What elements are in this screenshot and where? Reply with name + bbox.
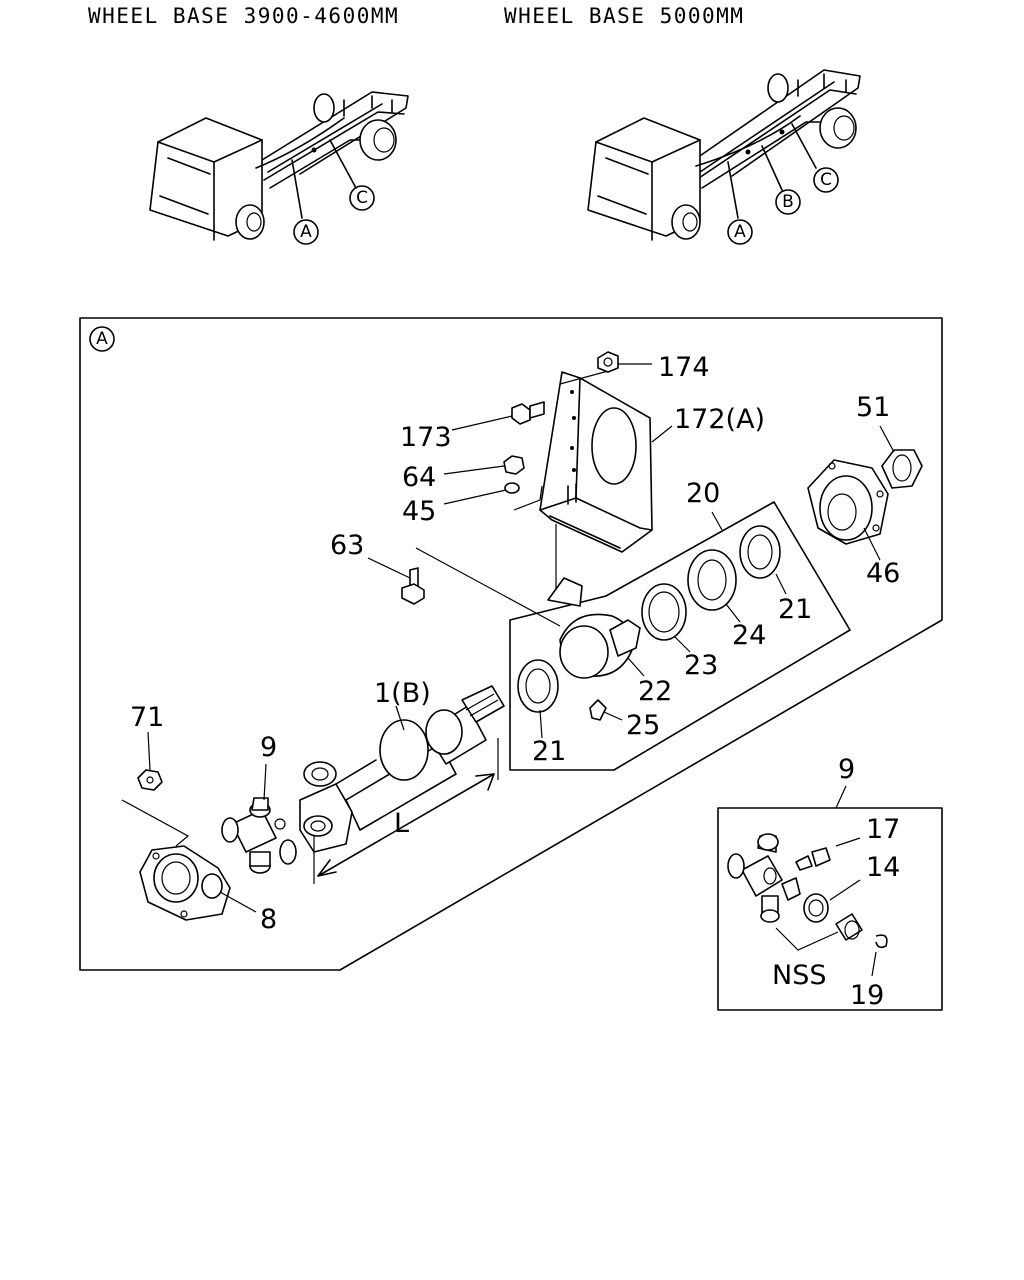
label-22: 22 <box>638 676 672 707</box>
grease-fitting-25-icon <box>589 699 607 721</box>
label-51: 51 <box>856 392 890 423</box>
label-14: 14 <box>866 852 900 883</box>
propeller-shaft-1 <box>299 685 505 853</box>
label-71: 71 <box>130 702 164 733</box>
label-46: 46 <box>866 558 900 589</box>
label-23: 23 <box>684 650 718 681</box>
seal-21-left <box>517 659 559 713</box>
detail-panel-universal-joint: 9 17 14 NSS 19 <box>717 754 943 1011</box>
label-21-left: 21 <box>532 736 566 767</box>
label-9-main: 9 <box>260 732 277 763</box>
label-21-right: 21 <box>778 594 812 625</box>
seal-21-right <box>739 525 781 579</box>
bearing-23 <box>641 583 687 641</box>
label-63: 63 <box>330 530 364 561</box>
wheel-base-title-left: WHEEL BASE 3900-4600MM <box>88 4 400 28</box>
nut-51-icon <box>881 449 923 489</box>
bolt-173-icon <box>511 401 545 425</box>
bracket-172 <box>539 371 653 553</box>
nut-71-icon <box>137 769 163 791</box>
flange-yoke-8 <box>139 845 231 921</box>
view-a-callout: A <box>96 329 108 349</box>
label-1b: 1(B) <box>374 678 431 709</box>
label-17: 17 <box>866 814 900 845</box>
washer-45-icon <box>504 482 520 494</box>
universal-joint-9 <box>221 797 297 874</box>
label-172a: 172(A) <box>674 404 765 435</box>
callout-a-left: A <box>300 222 312 242</box>
label-25: 25 <box>626 710 660 741</box>
label-19: 19 <box>850 980 884 1011</box>
callout-a-right: A <box>734 222 746 242</box>
grease-nipple-17-icon <box>795 847 831 871</box>
bolt-63-icon <box>401 567 425 605</box>
label-64: 64 <box>402 462 436 493</box>
bearing-housing-22 <box>547 577 641 679</box>
callout-c-left: C <box>356 188 368 208</box>
label-24: 24 <box>732 620 766 651</box>
label-9-detail: 9 <box>838 754 855 785</box>
callout-b-right: B <box>782 192 794 212</box>
view-a-panel: A <box>79 317 943 971</box>
dimension-l <box>313 738 499 884</box>
truck-illustration-left: A C <box>149 91 409 245</box>
truck-illustration-right: A B C <box>587 69 861 245</box>
spider-cross-icon <box>727 833 801 923</box>
label-nss: NSS <box>772 960 826 991</box>
label-dimension-l: L <box>394 808 409 839</box>
wheel-base-title-right: WHEEL BASE 5000MM <box>504 4 745 28</box>
spacer-24 <box>687 549 737 611</box>
callout-c-right: C <box>820 170 832 190</box>
bearing-cup-14-icon <box>803 893 829 923</box>
nut-64-icon <box>503 455 525 475</box>
nut-174-icon <box>597 351 619 373</box>
label-8: 8 <box>260 904 277 935</box>
flange-46-icon <box>807 459 889 545</box>
needle-cup-icon <box>835 913 863 941</box>
label-173: 173 <box>400 422 452 453</box>
snap-ring-19-icon <box>875 934 888 949</box>
label-174: 174 <box>658 352 710 383</box>
label-45: 45 <box>402 496 436 527</box>
label-20: 20 <box>686 478 720 509</box>
